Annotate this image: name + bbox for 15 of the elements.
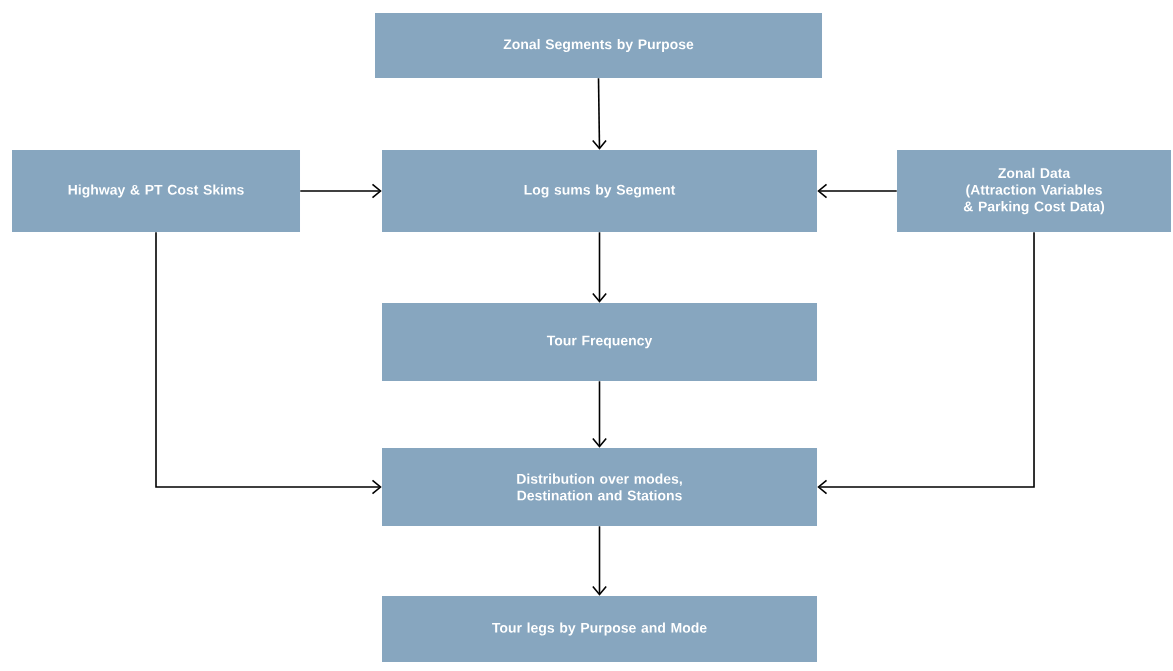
process-box: Tour legs by Purpose and Mode xyxy=(382,596,817,662)
arrow xyxy=(817,231,1035,495)
process-box: Zonal Segments by Purpose xyxy=(375,13,822,78)
arrow xyxy=(817,183,898,199)
arrow xyxy=(299,183,382,199)
arrow xyxy=(592,380,607,448)
process-box: Log sums by Segment xyxy=(382,150,817,232)
arrow xyxy=(592,231,607,303)
process-box: Highway & PT Cost Skims xyxy=(12,150,300,232)
process-box: Distribution over modes, Destination and Stations xyxy=(382,448,817,526)
arrow xyxy=(591,77,607,150)
arrow xyxy=(155,231,382,495)
process-box: Zonal Data (Attraction Variables & Parking Cost Data) xyxy=(897,150,1171,232)
process-box: Tour Frequency xyxy=(382,303,817,381)
arrow xyxy=(592,525,607,596)
